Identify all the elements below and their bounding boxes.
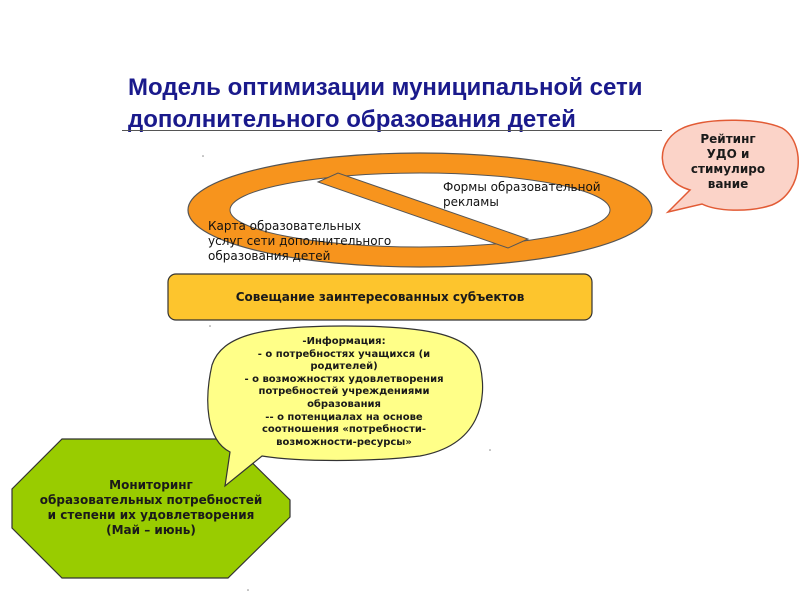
services-map-label: Карта образовательных услуг сети дополни… — [208, 219, 438, 264]
monitoring-line: образовательных потребностей — [39, 493, 263, 507]
info-line: соотношения «потребности- — [261, 424, 427, 436]
stray-dot — [202, 155, 204, 157]
forms-label-line-1: Формы образовательной — [443, 180, 601, 194]
title-line-1: Модель оптимизации муниципальной сети — [128, 74, 643, 101]
map-label-line-3: образования детей — [208, 249, 331, 263]
info-line: родителей) — [310, 361, 378, 373]
rating-label-line-2: УДО и — [706, 147, 750, 161]
forms-label-line-2: рекламы — [443, 195, 499, 209]
rating-label-line-4: вание — [707, 177, 749, 191]
stray-dot — [489, 449, 491, 451]
monitoring-text: Мониторинг образовательных потребностей … — [20, 478, 282, 538]
monitoring-line: (Май – июнь) — [106, 523, 196, 537]
info-line: - о потребностях учащихся (и — [257, 348, 431, 360]
map-label-line-1: Карта образовательных — [208, 219, 362, 233]
meeting-box — [167, 273, 593, 321]
title-divider — [122, 130, 662, 131]
page-title: Модель оптимизации муниципальной сети до… — [128, 72, 728, 136]
info-line: -- о потенциалах на основе — [265, 411, 423, 423]
stray-dot — [247, 589, 249, 591]
monitoring-line: и степени их удовлетворения — [47, 508, 255, 522]
title-line-2: дополнительного образования детей — [128, 106, 576, 133]
map-label-line-2: услуг сети дополнительного — [208, 234, 392, 248]
rating-label: Рейтинг УДО и стимулиро вание — [672, 132, 784, 192]
monitoring-line: Мониторинг — [109, 478, 193, 492]
prohibition-sign-icon — [187, 152, 653, 268]
info-line: возможности-ресурсы» — [276, 436, 412, 448]
forms-advertising-label: Формы образовательной рекламы — [443, 180, 643, 210]
info-callout — [207, 325, 484, 488]
rating-callout — [661, 119, 799, 214]
rating-label-line-1: Рейтинг — [700, 132, 756, 146]
info-line: потребностей учреждениями — [258, 386, 430, 398]
info-line: -Информация: — [302, 336, 386, 347]
meeting-label: Совещание заинтересованных субъектов — [235, 290, 525, 304]
info-line: - о возможностях удовлетворения — [244, 373, 444, 385]
information-text: -Информация: - о потребностях учащихся (… — [213, 336, 475, 449]
rating-label-line-3: стимулиро — [690, 162, 766, 176]
stray-dot — [209, 325, 211, 327]
info-line: образования — [307, 398, 381, 410]
